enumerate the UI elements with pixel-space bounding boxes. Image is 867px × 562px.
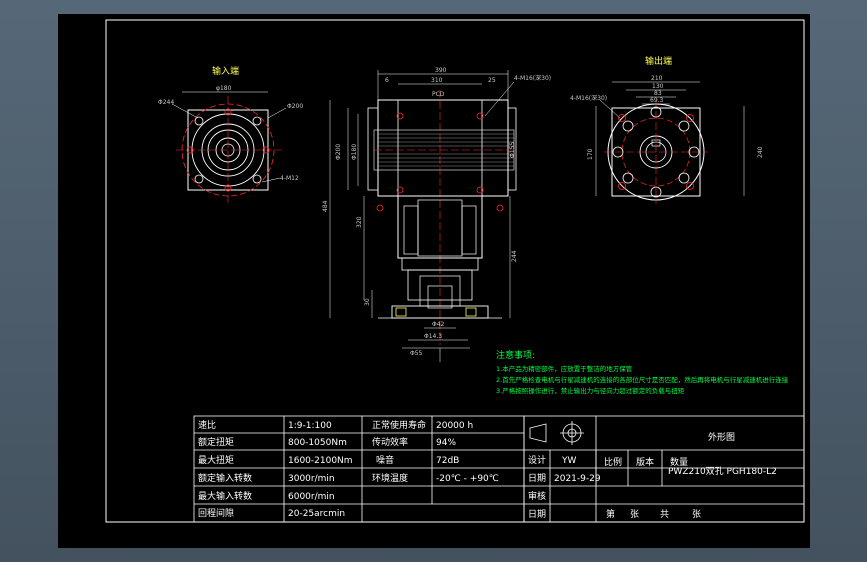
spec-value-rated-torque: 800-1050Nm — [288, 438, 347, 448]
date-value: 2021-9-29 — [554, 474, 601, 484]
drawing-title: 外形图 — [708, 431, 735, 443]
front-dim-bottom1: 30 — [364, 298, 371, 306]
input-dim-left: Φ244 — [158, 99, 174, 106]
spec-value-ratio: 1:9-1:100 — [288, 421, 332, 431]
input-holes: 4-M12 — [280, 175, 299, 182]
notes-item-3: 3.严格按照操作进行，禁止输出力与径向力超过额定的负载与扭矩 — [496, 386, 685, 395]
input-end-view: 输入端 φ180 Φ244 Φ200 4-M12 — [158, 65, 303, 206]
input-dim-top: φ180 — [216, 85, 232, 92]
notes-title: 注意事项: — [496, 349, 535, 361]
sheet-of-label: 第 — [606, 508, 615, 520]
version-label: 版本 — [636, 456, 654, 468]
input-view-title: 输入端 — [212, 65, 239, 77]
spec-value-max-input: 6000r/min — [288, 492, 335, 502]
front-dim-total-h: 484 — [322, 200, 329, 212]
output-dim-w2: 130 — [652, 83, 664, 90]
output-dim-w1: 210 — [651, 75, 663, 82]
title-block — [523, 415, 805, 523]
drawing-sheet — [58, 14, 810, 548]
front-dim-total: 390 — [435, 67, 447, 74]
notes-item-1: 1.本产品为精密部件，应放置于整洁的地方保管 — [496, 364, 633, 373]
review-label: 审核 — [528, 490, 546, 502]
front-dim-mid: 310 — [431, 77, 443, 84]
front-dim-key: Φ14.3 — [424, 333, 442, 340]
front-dim-shaft-d: Φ55 — [410, 350, 423, 357]
spec-table-text: 速比 1:9-1:100 正常使用寿命 20000 h 额定扭矩 800-105… — [198, 419, 499, 519]
date-label: 日期 — [528, 473, 546, 484]
scale-label: 比例 — [604, 456, 622, 468]
projection-symbol-icon — [529, 421, 584, 445]
front-dim-left1: Φ200 — [335, 144, 342, 160]
title-block-text: 外形图 设计 YW 比例 版本 数量 日期 2021-9-29 PWZ210双孔… — [528, 431, 777, 520]
date-label-2: 日期 — [528, 509, 546, 520]
sheets-tail-label: 张 — [692, 509, 701, 520]
output-end-view: 输出端 210 130 83 69.3 4-M16(深30) 170 240 — [570, 55, 764, 204]
front-section-view: 390 310 6 25 4-M16(深30) PCD — [322, 67, 551, 362]
output-dim-w3: 83 — [654, 90, 662, 97]
spec-label-noise: 噪音 — [376, 454, 394, 466]
technical-notes: 注意事项: 1.本产品为精密部件，应放置于整洁的地方保管 2.首先严格检查电机与… — [496, 349, 789, 395]
spec-value-rated-input: 3000r/min — [288, 474, 335, 484]
spec-label-max-input: 最大输入转数 — [198, 490, 252, 502]
front-dim-left: 6 — [385, 77, 389, 84]
spec-label-life: 正常使用寿命 — [372, 419, 426, 431]
spec-label-rated-input: 额定输入转数 — [198, 472, 252, 484]
output-dim-h-left: 170 — [587, 148, 594, 160]
front-dim-right: Φ155 — [509, 142, 516, 158]
front-inner-label: PCD — [432, 91, 445, 98]
sheets-label: 张 — [630, 509, 639, 520]
output-view-title: 输出端 — [645, 55, 672, 67]
output-holes: 4-M16(深30) — [570, 94, 607, 102]
output-dim-w4: 69.3 — [650, 97, 664, 104]
designer-name: YW — [561, 456, 576, 466]
spec-value-efficiency: 94% — [436, 438, 456, 448]
spec-value-backlash: 20-25arcmin — [288, 509, 345, 519]
front-dim-bottom2: Φ42 — [432, 321, 445, 328]
spec-label-ratio: 速比 — [198, 419, 216, 431]
sheet-total-label: 共 — [660, 509, 669, 520]
spec-label-efficiency: 传动效率 — [372, 436, 408, 448]
spec-value-max-torque: 1600-2100Nm — [288, 456, 353, 466]
spec-table — [193, 415, 525, 523]
qty-label: 数量 — [670, 456, 688, 468]
spec-label-rated-torque: 额定扭矩 — [198, 436, 234, 448]
front-top-holes: 4-M16(深30) — [514, 74, 551, 82]
front-dim-left2: Φ180 — [351, 144, 358, 160]
notes-item-2: 2.首先严格检查电机与行星减速机的连接的各部位尺寸是否匹配，然后再将电机与行星减… — [496, 375, 789, 384]
front-dim-shaft: 244 — [511, 250, 518, 262]
spec-value-life: 20000 h — [436, 421, 473, 431]
spec-label-max-torque: 最大扭矩 — [198, 454, 234, 466]
design-label: 设计 — [528, 454, 546, 466]
spec-value-temperature: -20℃ - +90℃ — [436, 474, 499, 484]
front-dim-right: 25 — [488, 77, 496, 84]
output-dim-h-right: 240 — [757, 146, 764, 158]
front-dim-main: 320 — [356, 216, 363, 228]
input-dim-right: Φ200 — [287, 103, 303, 110]
spec-value-noise: 72dB — [436, 456, 459, 466]
spec-label-temperature: 环境温度 — [372, 472, 408, 484]
model-name: PWZ210双孔 PGH180-L2 — [668, 466, 777, 477]
spec-label-backlash: 回程间隙 — [198, 507, 234, 519]
